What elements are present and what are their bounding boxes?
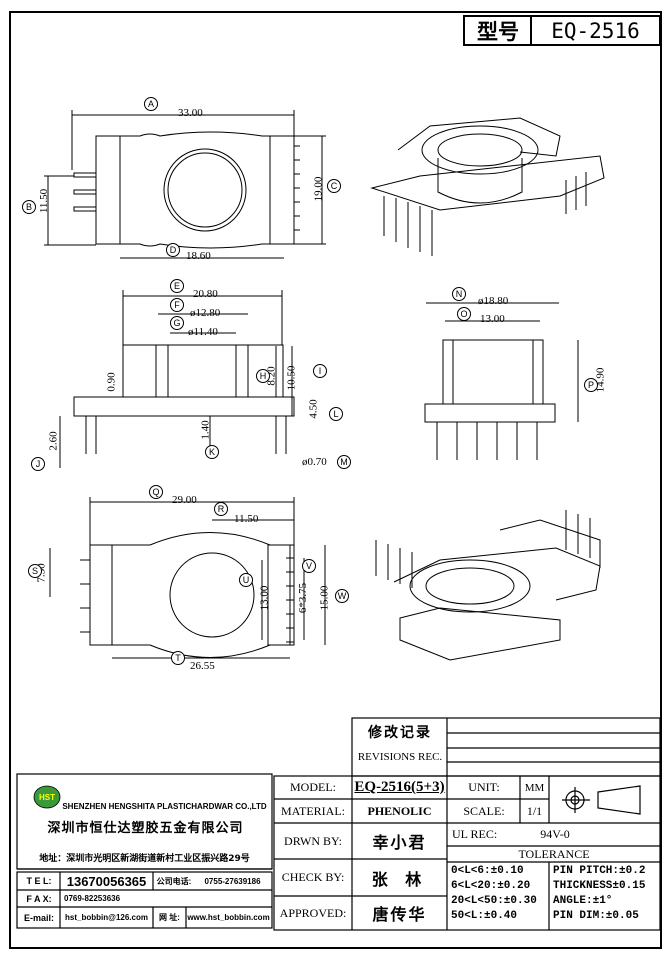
dim-i: 10.50: [285, 365, 298, 391]
marker-c: C: [327, 179, 341, 193]
model-value: EQ-2516(5+3): [354, 779, 445, 795]
tel-label: T E L:: [26, 876, 52, 886]
pin-pitch: PIN PITCH:±0.2: [553, 865, 646, 877]
tolerance-4: 50<L:±0.40: [451, 910, 518, 922]
marker-t: T: [171, 651, 185, 665]
marker-a: A: [144, 97, 158, 111]
marker-g: G: [170, 316, 184, 330]
marker-b: B: [22, 200, 36, 214]
dim-a: 33.00: [178, 107, 203, 119]
thickness: THICKNESS±0.15: [553, 880, 646, 892]
marker-j: J: [31, 457, 45, 471]
logo-text: HST: [39, 792, 55, 802]
dim-b: 11.50: [38, 188, 51, 214]
ul-value: 94V-0: [540, 827, 570, 841]
company-address: 地址：深圳市光明区新湖街道新村工业区振兴路29号: [39, 853, 250, 864]
scale-label: SCALE:: [463, 803, 505, 818]
unit-value: MM: [524, 781, 545, 794]
model-label: MODEL:: [290, 780, 336, 794]
tolerance-2: 6<L<20:±0.20: [451, 880, 531, 892]
dim-w: 15.00: [318, 585, 331, 611]
fax-label: F A X:: [26, 893, 52, 904]
tolerance-1: 0<L<6:±0.10: [451, 865, 524, 877]
marker-h: H: [256, 369, 270, 383]
pin-dim: PIN DIM:±0.05: [553, 910, 639, 922]
company-name-cn: 深圳市恒仕达塑胶五金有限公司: [47, 820, 244, 836]
company-name-en: SHENZHEN HENGSHITA PLASTICHARDWAR CO.,LT…: [62, 801, 267, 811]
dim-l: 4.50: [307, 399, 320, 419]
marker-n: N: [452, 287, 466, 301]
material-value: PHENOLIC: [367, 803, 432, 818]
unit-label: UNIT:: [468, 780, 500, 794]
marker-l: L: [329, 407, 343, 421]
marker-k: K: [205, 445, 219, 459]
fax-value: 0769-82253636: [64, 894, 121, 903]
marker-m: M: [337, 455, 351, 469]
tel-value: 13670056365: [66, 873, 147, 889]
marker-s: S: [28, 564, 42, 578]
title-block-table: [16, 717, 661, 931]
top-view: [44, 110, 326, 259]
check-label: CHECK BY:: [281, 870, 345, 884]
company-tel-label: 公司电话:: [156, 876, 192, 886]
marker-e: E: [170, 279, 184, 293]
tolerance-3: 20<L<50:±0.30: [451, 895, 537, 907]
approved-value: 唐传华: [372, 905, 427, 924]
approved-label: APPROVED:: [279, 905, 347, 920]
dim-m: ø0.70: [302, 456, 327, 468]
marker-i: I: [313, 364, 327, 378]
check-value: 张 林: [371, 869, 428, 889]
ul-label: UL REC:: [452, 827, 498, 841]
company-tel-value: 0755-27639186: [204, 876, 261, 886]
scale-value: 1/1: [526, 803, 543, 818]
isometric-view-top: [370, 117, 605, 256]
marker-q: Q: [149, 485, 163, 499]
marker-w: W: [335, 589, 349, 603]
marker-o: O: [457, 307, 471, 321]
dim-v: 6*3.75: [297, 582, 310, 614]
dim-q: 29.00: [172, 494, 197, 506]
isometric-view-bottom: [375, 510, 601, 661]
dim-k: 1.40: [199, 420, 212, 440]
dim-090: 0.90: [105, 372, 118, 392]
dim-d: 18.60: [186, 250, 211, 262]
model-code: EQ-2516: [551, 18, 640, 43]
dim-o: 13.00: [480, 313, 505, 325]
tolerance-label: TOLERANCE: [518, 846, 590, 861]
dim-n: ø18.80: [478, 295, 509, 307]
dim-r: 11.50: [234, 513, 259, 525]
front-view: [424, 302, 579, 460]
side-view: [59, 290, 295, 468]
web-label: 网 址:: [159, 913, 180, 922]
drwn-label: DRWN BY:: [284, 833, 342, 848]
marker-d: D: [166, 243, 180, 257]
dim-j: 2.60: [47, 431, 60, 451]
email-value[interactable]: hst_bobbin@126.com: [65, 913, 148, 922]
company-logo: [33, 785, 61, 809]
marker-u: U: [239, 573, 253, 587]
material-label: MATERIAL:: [281, 803, 345, 818]
web-value[interactable]: www.hst_bobbin.com: [187, 913, 270, 922]
drwn-value: 幸小君: [372, 833, 427, 852]
dim-e: 20.80: [193, 288, 218, 300]
dim-u: 13.00: [258, 585, 271, 611]
bottom-view: [49, 497, 326, 659]
dim-g: ø11.40: [188, 326, 218, 338]
dim-c: 19.00: [312, 176, 325, 202]
marker-v: V: [302, 559, 316, 573]
marker-p: P: [584, 378, 598, 392]
type-label: 型号: [477, 19, 519, 44]
marker-r: R: [214, 502, 228, 516]
revisions-title-cn: 修改记录: [368, 725, 432, 741]
email-label: E-mail:: [23, 912, 54, 923]
marker-f: F: [170, 298, 184, 312]
revisions-title-en: REVISIONS REC.: [357, 751, 443, 763]
dim-t: 26.55: [190, 660, 215, 672]
dim-f: ø12.80: [190, 307, 221, 319]
angle: ANGLE:±1°: [553, 895, 613, 907]
